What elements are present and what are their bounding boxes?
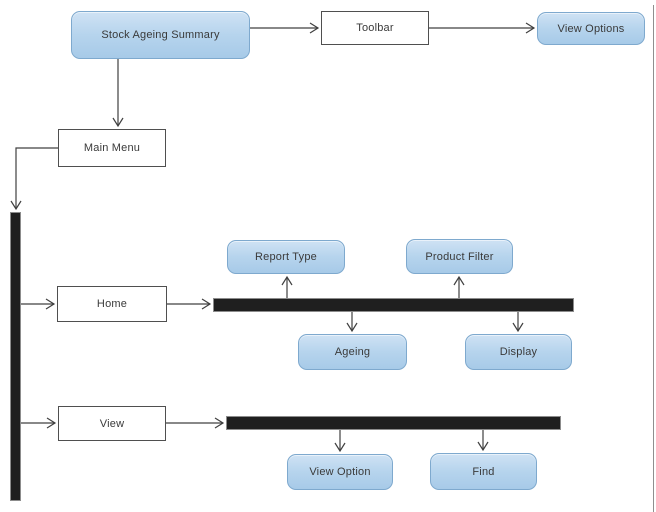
node-label: Ageing [334, 346, 371, 358]
node-label: Report Type [255, 251, 317, 263]
node-label: Find [472, 465, 495, 478]
node-view-option[interactable]: View Option [287, 454, 393, 490]
connector-main-menu-to-junction [10, 147, 58, 211]
node-toolbar[interactable]: Toolbar [321, 11, 429, 45]
node-label: Toolbar [356, 22, 394, 34]
view-submenu-bar[interactable] [226, 416, 561, 430]
node-label: Display [499, 346, 538, 358]
node-ageing[interactable]: Ageing [298, 334, 407, 370]
node-label: View Option [309, 466, 371, 478]
node-main-menu[interactable]: Main Menu [58, 129, 166, 167]
node-product-filter[interactable]: Product Filter [406, 239, 513, 274]
node-label: Home [96, 298, 128, 310]
node-report-type[interactable]: Report Type [227, 240, 345, 274]
node-label: Product Filter [425, 250, 494, 263]
menu-junction-bar[interactable] [10, 212, 21, 501]
home-submenu-bar[interactable] [213, 298, 574, 312]
node-label: View Options [557, 22, 625, 35]
node-label: View [99, 417, 125, 430]
page-edge-line [653, 5, 654, 512]
node-stock-ageing-summary[interactable]: Stock Ageing Summary [71, 11, 250, 59]
node-view[interactable]: View [58, 406, 166, 441]
node-display[interactable]: Display [465, 334, 572, 370]
node-label: Stock Ageing Summary [101, 29, 220, 41]
node-find[interactable]: Find [430, 453, 537, 490]
node-home[interactable]: Home [57, 286, 167, 322]
node-label: Main Menu [83, 142, 141, 154]
node-view-options[interactable]: View Options [537, 12, 645, 45]
